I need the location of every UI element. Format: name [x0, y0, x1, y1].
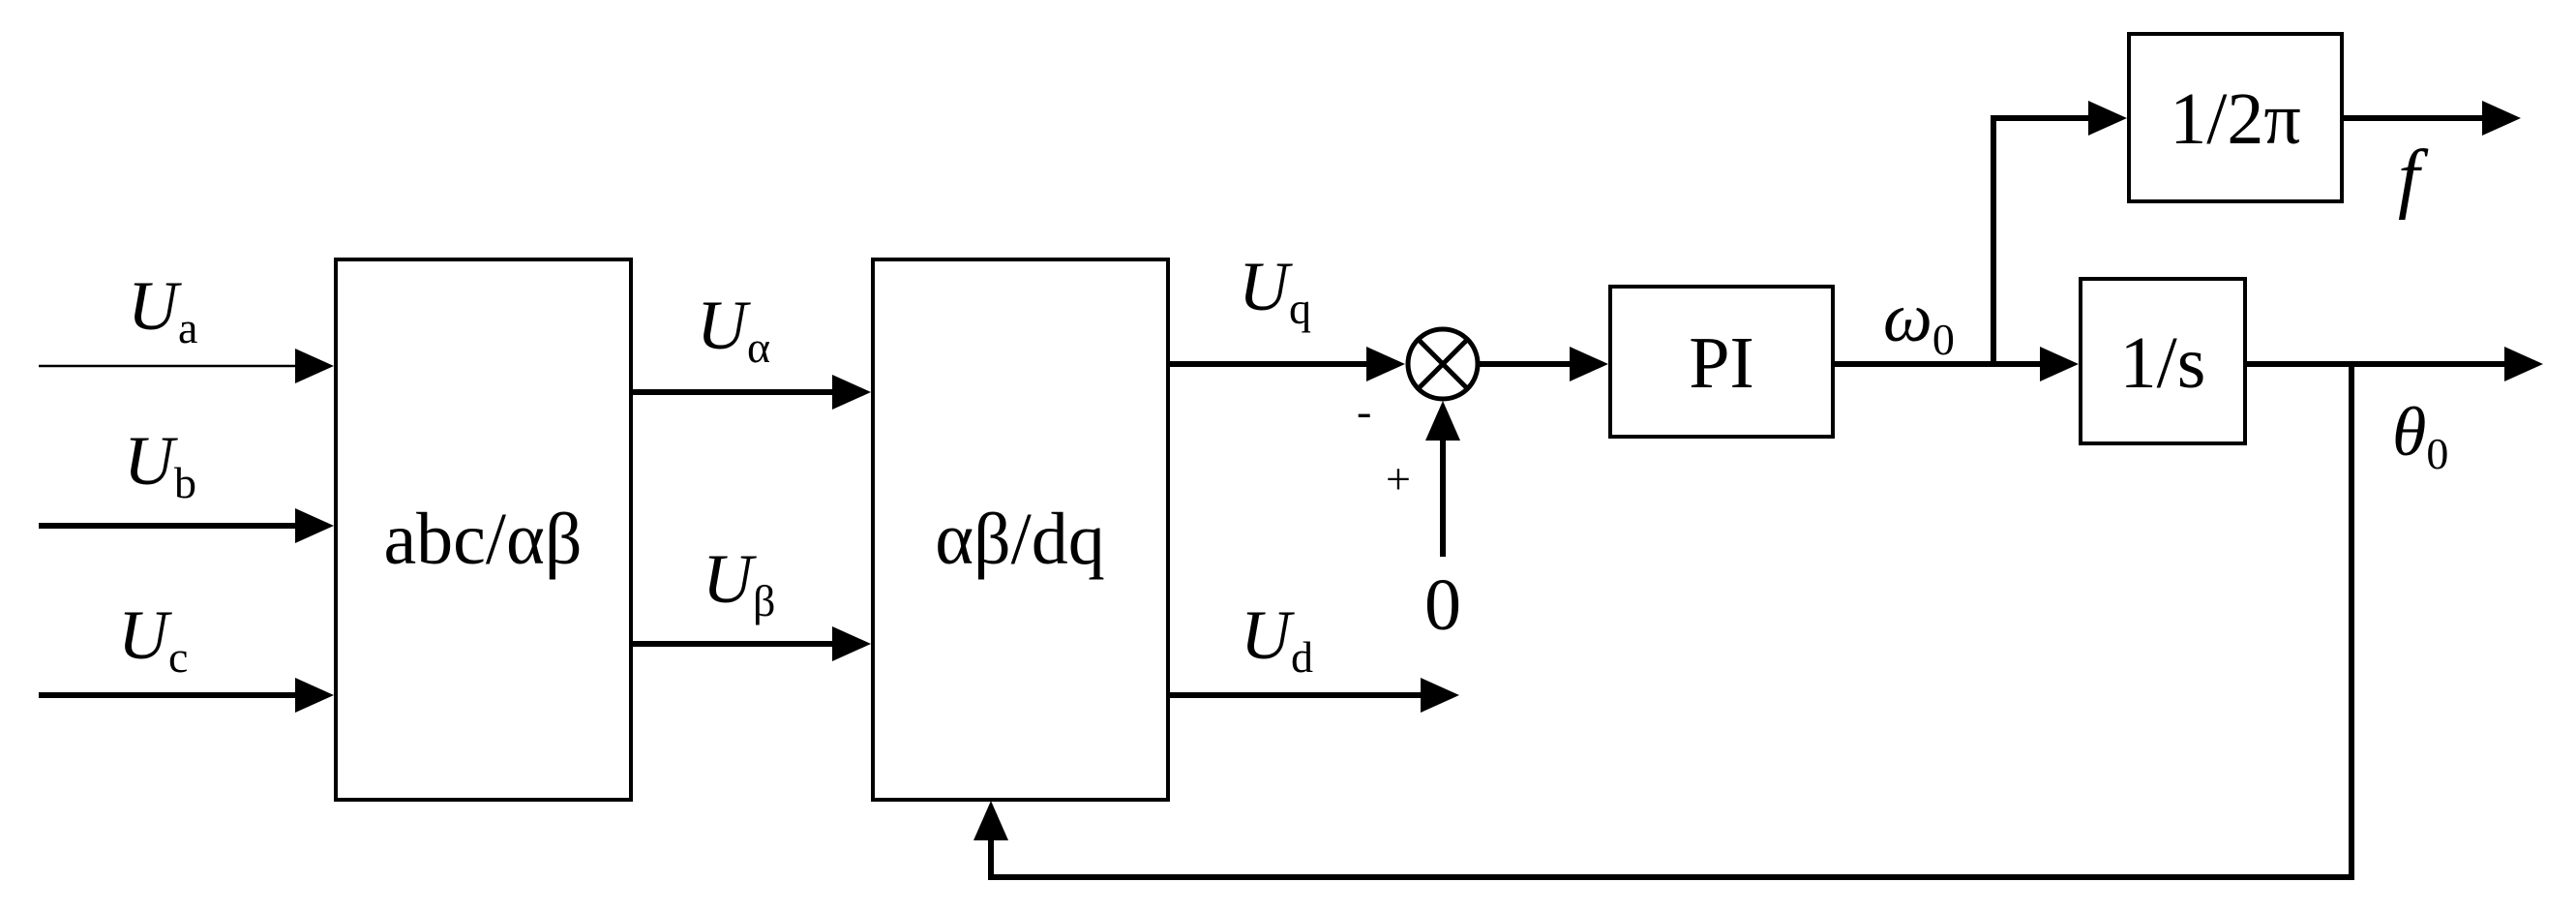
- theta-feedback-line: [988, 364, 2354, 880]
- plus-sign: +: [1386, 454, 1411, 503]
- reference-zero: 0: [1424, 564, 1461, 646]
- ualpha-arrowhead: [832, 375, 871, 410]
- integrator-block: [2079, 277, 2247, 445]
- minus-sign: -: [1357, 386, 1371, 436]
- error-arrowhead: [1570, 347, 1608, 381]
- ubeta-label: Uβ: [703, 540, 775, 625]
- ud-arrowhead: [1421, 678, 1459, 713]
- park-transform-block: [871, 258, 1170, 802]
- integrator-label: 1/s: [2120, 322, 2206, 404]
- theta-arrowhead: [2504, 347, 2543, 381]
- ualpha-label: Uα: [697, 287, 770, 372]
- ubeta-arrowhead: [832, 626, 871, 661]
- uq-arrowhead: [1366, 347, 1405, 381]
- ub-label: Ub: [124, 422, 196, 507]
- f-arrowhead: [2482, 101, 2521, 136]
- uc-label: Uc: [118, 596, 188, 682]
- pi-controller-label: PI: [1689, 322, 1754, 404]
- clarke-transform-label: abc/αβ: [383, 499, 582, 580]
- gain-block: [2127, 32, 2344, 203]
- clarke-transform-block: [334, 258, 633, 802]
- gain-label: 1/2π: [2170, 78, 2301, 160]
- pi-controller-block: [1608, 285, 1835, 439]
- theta-feedback-arrowhead: [973, 801, 1008, 840]
- uq-label: Uq: [1239, 248, 1311, 333]
- uc-arrowhead: [295, 678, 334, 713]
- ua-arrowhead: [295, 349, 334, 383]
- omega-arrowhead: [2040, 347, 2079, 381]
- theta-label: θ0: [2392, 393, 2448, 478]
- summing-junction-cross-b: [1417, 338, 1469, 390]
- frequency-branch-arrowhead: [2088, 101, 2127, 136]
- ua-label: Ua: [128, 267, 197, 352]
- ub-arrowhead: [295, 508, 334, 543]
- reference-arrowhead: [1425, 401, 1460, 441]
- omega-label: ω0: [1883, 279, 1955, 364]
- f-label: f: [2398, 136, 2429, 221]
- frequency-branch-line: [1991, 115, 2088, 364]
- ud-label: Ud: [1241, 596, 1313, 682]
- park-transform-label: αβ/dq: [935, 499, 1105, 580]
